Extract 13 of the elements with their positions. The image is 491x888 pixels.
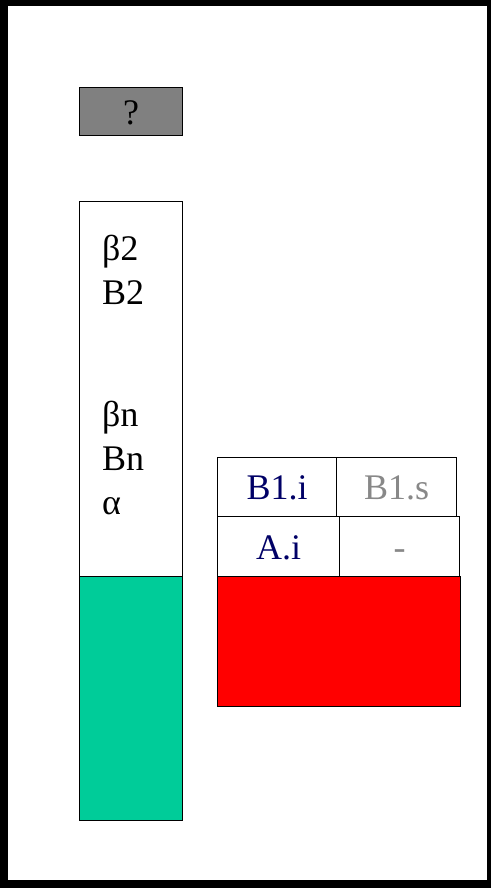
variable-list: βn Bn α [80,392,142,524]
heap-area-block [217,576,461,707]
cell-value: B1.i [246,466,308,509]
question-mark: ? [123,90,139,134]
cell-value: A.i [256,526,301,568]
cell-value: - [394,526,406,568]
table-cell [217,457,337,517]
cell-value: B1.s [364,466,430,509]
question-box [79,87,183,136]
stack-frame-box [79,201,183,577]
stack-area-block [79,576,183,821]
table-cell [336,457,457,517]
variable-list: β2 B2 [80,226,142,314]
